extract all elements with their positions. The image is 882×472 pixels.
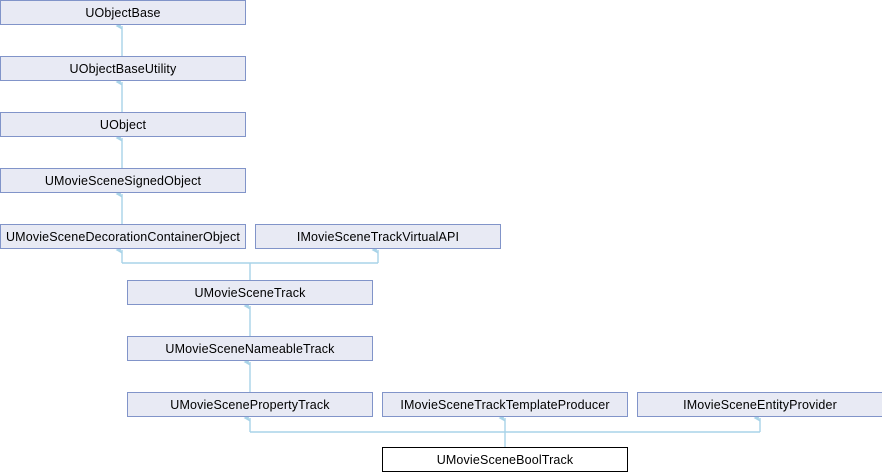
class-node-uobjectbase[interactable]: UObjectBase xyxy=(0,0,246,25)
class-node-imovieseceneentityprovider[interactable]: IMovieSceneEntityProvider xyxy=(637,392,882,417)
class-node-imoviescenetrackvirtualapi[interactable]: IMovieSceneTrackVirtualAPI xyxy=(255,224,501,249)
class-node-label: UMovieSceneTrack xyxy=(194,285,306,300)
class-node-umoviescenebooltrack[interactable]: UMovieSceneBoolTrack xyxy=(382,447,628,472)
class-node-label: IMovieSceneEntityProvider xyxy=(683,397,837,412)
class-node-label: UObjectBaseUtility xyxy=(69,61,177,76)
class-node-uobjectbaseutility[interactable]: UObjectBaseUtility xyxy=(0,56,246,81)
class-node-label: IMovieSceneTrackTemplateProducer xyxy=(400,397,610,412)
class-node-umoviescenetrack[interactable]: UMovieSceneTrack xyxy=(127,280,373,305)
class-node-umoviescenepropertytrack[interactable]: UMovieScenePropertyTrack xyxy=(127,392,373,417)
class-node-label: UMovieScenePropertyTrack xyxy=(170,397,330,412)
class-node-label: UMovieSceneSignedObject xyxy=(44,173,202,188)
class-node-uobject[interactable]: UObject xyxy=(0,112,246,137)
class-node-label: IMovieSceneTrackVirtualAPI xyxy=(296,229,460,244)
class-node-umoviescenenameabletrack[interactable]: UMovieSceneNameableTrack xyxy=(127,336,373,361)
class-node-label: UMovieSceneDecorationContainerObject xyxy=(6,229,240,244)
class-node-label: UObjectBase xyxy=(85,5,161,20)
class-node-label: UMovieSceneBoolTrack xyxy=(436,452,574,467)
class-node-umoviescenedecorationcontainerobject[interactable]: UMovieSceneDecorationContainerObject xyxy=(0,224,246,249)
class-node-label: UObject xyxy=(99,117,147,132)
class-node-imoviescenetracktemplateproducer[interactable]: IMovieSceneTrackTemplateProducer xyxy=(382,392,628,417)
class-node-label: UMovieSceneNameableTrack xyxy=(165,341,335,356)
class-node-umoviescenesignedobject[interactable]: UMovieSceneSignedObject xyxy=(0,168,246,193)
